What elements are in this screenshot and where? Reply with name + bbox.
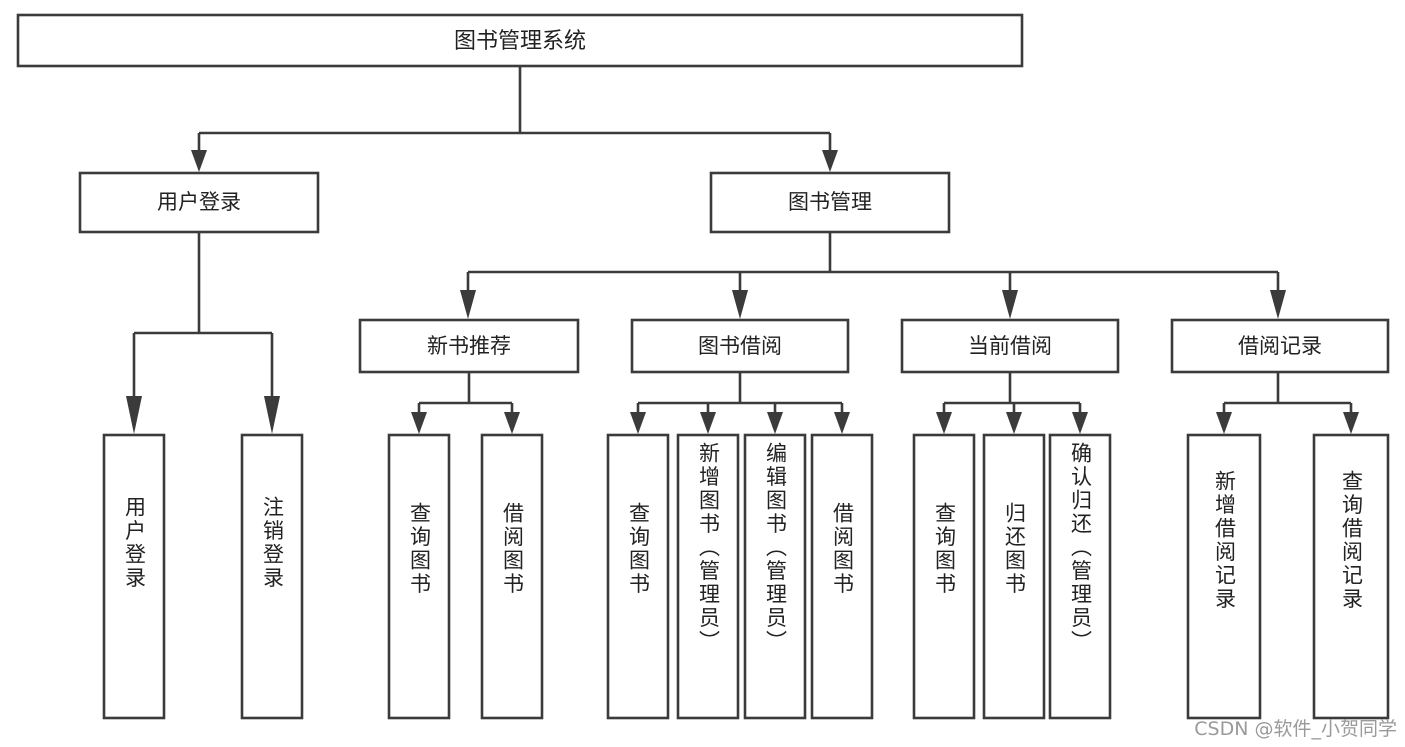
node-book-borrow-label: 图书借阅	[698, 334, 782, 358]
node-book-management-label: 图书管理	[788, 190, 872, 214]
arrow-head-leaf-bb-4	[834, 412, 850, 434]
node-root-box[interactable]	[16, 13, 1024, 68]
node-borrow-record-box[interactable]	[1170, 318, 1390, 374]
node-new-book-recommend-label: 新书推荐	[427, 334, 511, 358]
node-book-borrow-box[interactable]	[630, 318, 850, 374]
node-root-label: 图书管理系统	[454, 29, 586, 54]
node-book-management[interactable]: 图书管理	[709, 171, 951, 234]
arrow-head-book-mgmt	[822, 150, 838, 172]
node-book-management-box[interactable]	[709, 171, 951, 234]
arrow-head-leaf-br-1	[1216, 412, 1232, 434]
arrow-head-leaf-cb-2	[1006, 412, 1022, 434]
arrow-head-leaf-cb-1	[936, 412, 952, 434]
leaf-box-user-login-2[interactable]	[240, 433, 304, 720]
arrow-head-borrow-record	[1270, 290, 1286, 319]
leaf-box-br-1[interactable]	[1186, 433, 1262, 720]
leaf-box-cb-3[interactable]	[1048, 433, 1112, 720]
node-borrow-record-label: 借阅记录	[1238, 334, 1322, 358]
node-borrow-record[interactable]: 借阅记录	[1170, 318, 1390, 374]
leaf-box-bb-3[interactable]	[743, 433, 807, 720]
node-book-borrow[interactable]: 图书借阅	[630, 318, 850, 374]
connector-group-borrow-record	[1216, 372, 1359, 434]
connector-group-book-borrow	[630, 372, 850, 434]
leaf-box-bb-4[interactable]	[810, 433, 874, 720]
node-current-borrow-label: 当前借阅	[968, 334, 1052, 358]
arrow-head-leaf-bb-3	[767, 412, 783, 434]
node-current-borrow[interactable]: 当前借阅	[900, 318, 1120, 374]
connector-group-root	[191, 66, 838, 172]
leaf-box-bb-1[interactable]	[606, 433, 670, 720]
arrow-head-leaf-nbr-2	[504, 412, 520, 434]
node-root[interactable]: 图书管理系统	[16, 13, 1024, 68]
leaf-box-br-2[interactable]	[1312, 433, 1390, 720]
leaf-box-user-login-1[interactable]	[102, 433, 166, 720]
node-new-book-recommend-box[interactable]	[358, 318, 580, 374]
arrow-head-leaf-cb-3	[1072, 412, 1088, 434]
node-current-borrow-box[interactable]	[900, 318, 1120, 374]
arrow-head-leaf-user-login-1	[126, 396, 142, 434]
leaf-box-cb-1[interactable]	[912, 433, 976, 720]
leaf-box-bb-2[interactable]	[676, 433, 740, 720]
arrow-head-new-book-recommend	[460, 290, 476, 319]
connector-group-user-login	[126, 232, 280, 434]
leaf-box-nbr-1[interactable]	[387, 433, 451, 720]
node-user-login[interactable]: 用户登录	[78, 171, 320, 234]
connector-group-book-mgmt	[460, 232, 1286, 319]
leaf-box-cb-2[interactable]	[982, 433, 1046, 720]
arrow-head-book-borrow	[732, 290, 748, 319]
arrow-head-leaf-bb-2	[700, 412, 716, 434]
arrow-head-leaf-user-login-2	[264, 396, 280, 434]
connector-group-current-borrow	[936, 372, 1088, 434]
node-user-login-label: 用户登录	[157, 190, 241, 214]
arrow-head-user-login	[191, 150, 207, 172]
node-user-login-box[interactable]	[78, 171, 320, 234]
arrow-head-leaf-nbr-1	[411, 412, 427, 434]
leaf-box-nbr-2[interactable]	[480, 433, 544, 720]
connector-group-new-book-recommend	[411, 372, 520, 434]
node-new-book-recommend[interactable]: 新书推荐	[358, 318, 580, 374]
arrow-head-current-borrow	[1002, 290, 1018, 319]
arrow-head-leaf-br-2	[1343, 412, 1359, 434]
arrow-head-leaf-bb-1	[630, 412, 646, 434]
